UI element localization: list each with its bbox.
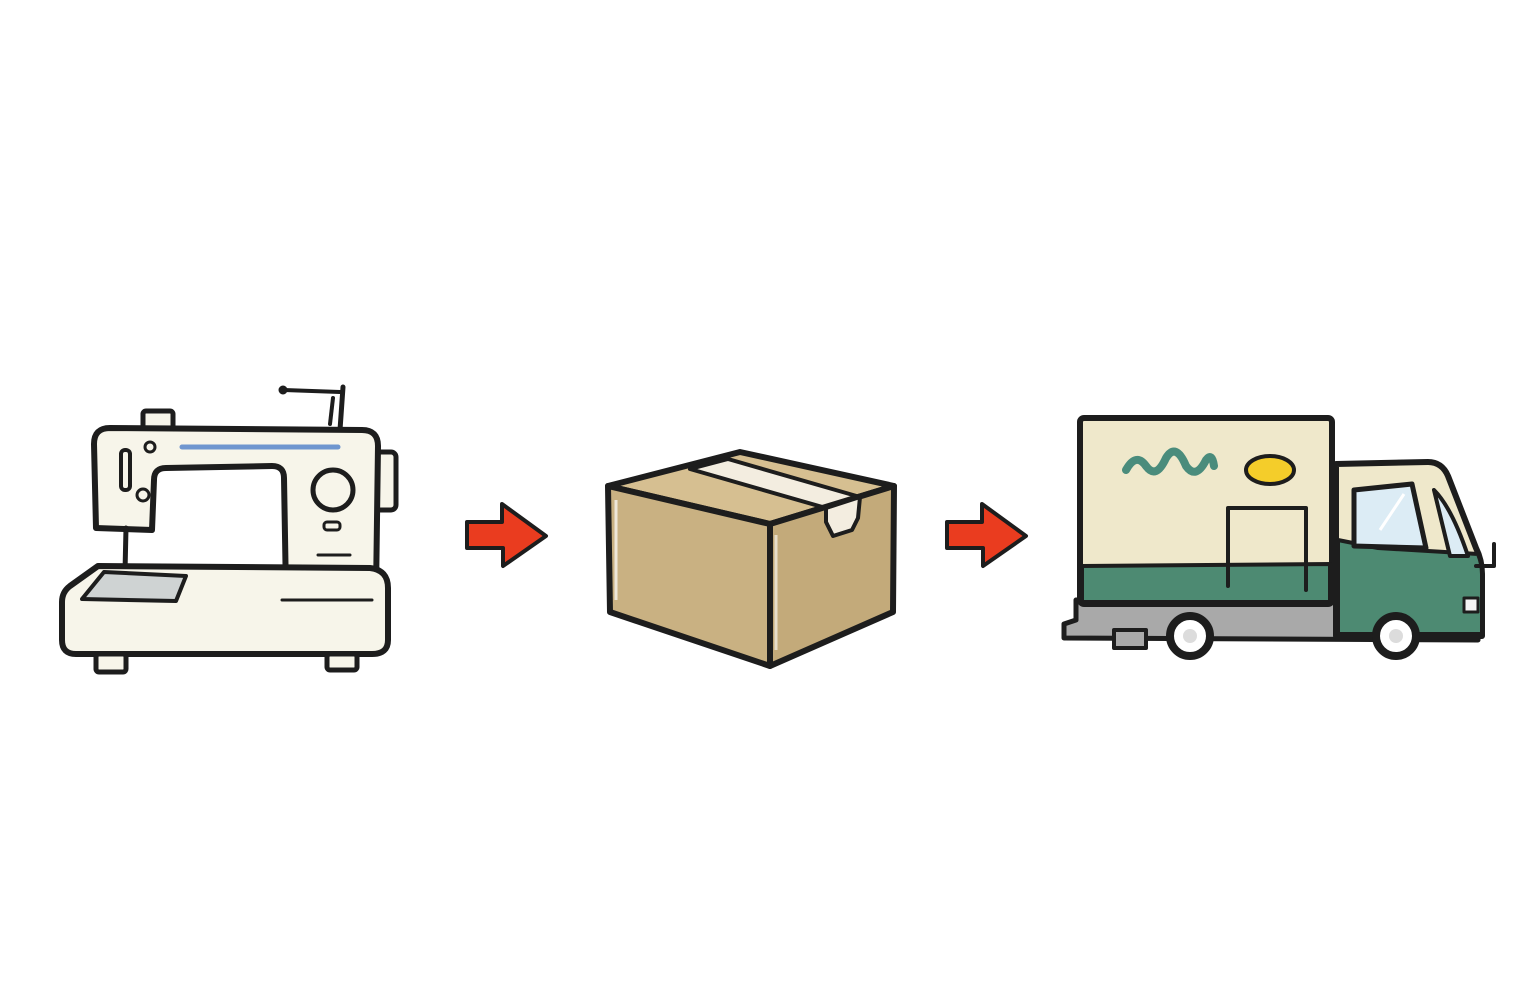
delivery-truck-icon — [1058, 408, 1508, 664]
sewing-machine-icon — [55, 378, 405, 680]
cardboard-box-icon — [602, 444, 902, 672]
arrow-right-icon — [942, 500, 1032, 568]
arrow-right-icon — [462, 500, 552, 568]
